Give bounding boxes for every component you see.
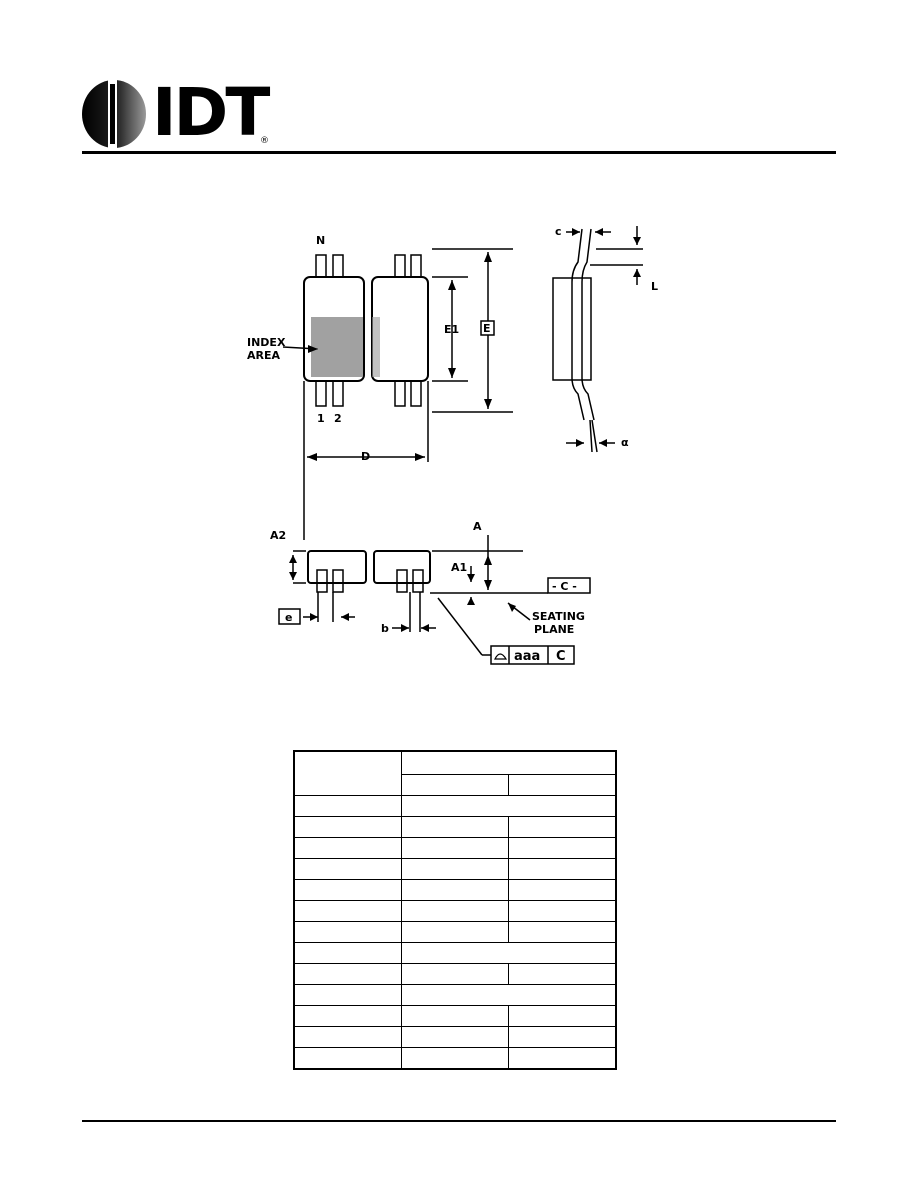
label-n: N xyxy=(316,234,325,247)
label-tol-aaa: aaa xyxy=(514,649,540,664)
table-row xyxy=(293,879,617,901)
label-pitch-e: e xyxy=(285,611,292,624)
header-rule xyxy=(82,151,836,154)
table-row xyxy=(293,858,617,880)
label-seating: SEATING xyxy=(532,610,585,623)
label-area: AREA xyxy=(247,349,280,362)
label-e1: E1 xyxy=(444,323,459,336)
label-c: c xyxy=(555,225,562,238)
profile-tolerance-icon xyxy=(494,653,508,660)
table-header-max xyxy=(508,774,617,796)
label-a2: A2 xyxy=(270,529,286,542)
table-row xyxy=(293,963,617,985)
label-l: L xyxy=(651,280,658,293)
dimension-table xyxy=(293,750,617,1070)
label-a: A xyxy=(473,520,482,533)
table-header-group xyxy=(401,750,617,775)
table-row xyxy=(293,921,617,943)
idt-logo-icon xyxy=(82,80,146,148)
table-row xyxy=(293,1047,617,1070)
label-index: INDEX xyxy=(247,336,286,349)
label-b: b xyxy=(381,622,389,635)
registered-mark: ® xyxy=(260,136,269,146)
table-header-symbol xyxy=(293,750,402,796)
table-header-min xyxy=(401,774,509,796)
table-row xyxy=(293,1026,617,1048)
label-plane: PLANE xyxy=(534,623,574,636)
package-outline-drawing: N INDEX AREA 1 2 E1 E D c L α A2 A A1 - … xyxy=(247,225,658,665)
footer-rule xyxy=(82,1120,836,1122)
table-row xyxy=(293,1005,617,1027)
label-e: E xyxy=(483,322,491,335)
table-row xyxy=(293,837,617,859)
label-pin-1: 1 xyxy=(317,412,325,425)
table-row xyxy=(293,942,617,964)
label-datum-c: - C - xyxy=(552,580,577,593)
table-row xyxy=(293,900,617,922)
table-row xyxy=(293,816,617,838)
label-d: D xyxy=(361,450,370,463)
table-row xyxy=(293,984,617,1006)
label-tol-c: C xyxy=(556,649,566,664)
label-a1: A1 xyxy=(451,561,467,574)
table-row xyxy=(293,795,617,817)
label-pin-2: 2 xyxy=(334,412,342,425)
label-alpha: α xyxy=(621,436,629,449)
logo-wordmark: IDT xyxy=(152,74,270,151)
